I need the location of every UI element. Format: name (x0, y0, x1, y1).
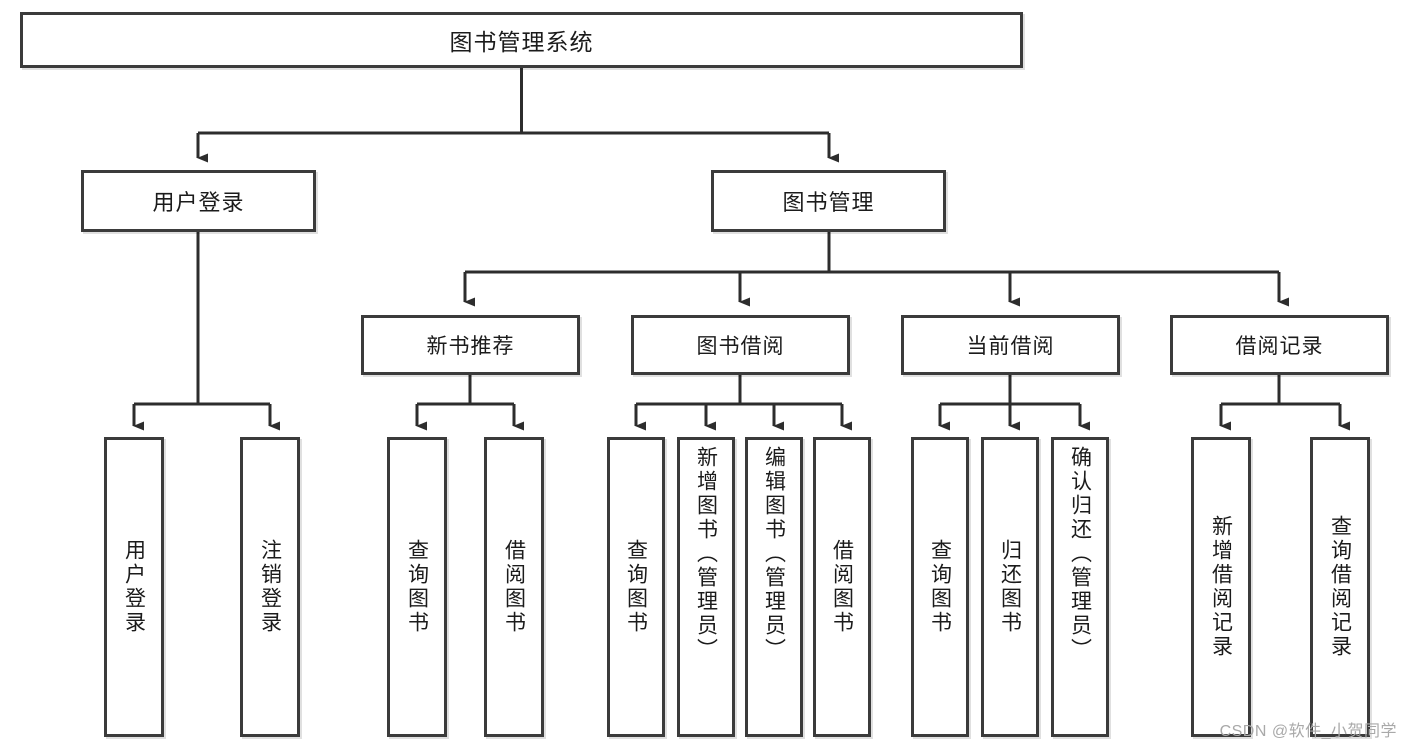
leaf-record-query-record-label: 查询借阅记录 (1328, 515, 1352, 659)
leaf-borrow-borrow-book-label: 借阅图书 (830, 539, 854, 635)
leaf-recommend-borrow-book-label: 借阅图书 (502, 539, 526, 635)
leaf-current-confirm-return-label: 确认归还（管理员） (1068, 446, 1092, 662)
node-book-management[interactable]: 图书管理 (711, 170, 946, 232)
node-user-login-label: 用户登录 (152, 190, 245, 215)
node-borrow-record[interactable]: 借阅记录 (1170, 315, 1389, 375)
leaf-user-login-login-label: 用户登录 (122, 539, 146, 635)
leaf-record-add-record-label: 新增借阅记录 (1209, 515, 1233, 659)
node-root-system-label: 图书管理系统 (449, 29, 594, 55)
node-new-book-recommend[interactable]: 新书推荐 (361, 315, 580, 375)
leaf-current-return-book-label: 归还图书 (998, 539, 1022, 635)
node-book-management-label: 图书管理 (782, 190, 875, 215)
leaf-borrow-add-book[interactable]: 新增图书（管理员） (677, 437, 735, 737)
leaf-current-return-book[interactable]: 归还图书 (981, 437, 1039, 737)
leaf-user-login-logout-label: 注销登录 (258, 539, 282, 635)
leaf-borrow-query-book-label: 查询图书 (624, 539, 648, 635)
leaf-record-query-record[interactable]: 查询借阅记录 (1310, 437, 1370, 737)
leaf-current-query-book[interactable]: 查询图书 (911, 437, 969, 737)
leaf-borrow-edit-book-label: 编辑图书（管理员） (762, 446, 786, 662)
leaf-user-login-login[interactable]: 用户登录 (104, 437, 164, 737)
leaf-record-add-record[interactable]: 新增借阅记录 (1191, 437, 1251, 737)
node-user-login[interactable]: 用户登录 (81, 170, 316, 232)
node-current-borrow[interactable]: 当前借阅 (901, 315, 1120, 375)
leaf-borrow-borrow-book[interactable]: 借阅图书 (813, 437, 871, 737)
node-root-system[interactable]: 图书管理系统 (20, 12, 1023, 68)
leaf-borrow-add-book-label: 新增图书（管理员） (694, 446, 718, 662)
node-book-borrow-label: 图书借阅 (696, 335, 785, 358)
leaf-borrow-query-book[interactable]: 查询图书 (607, 437, 665, 737)
leaf-recommend-borrow-book[interactable]: 借阅图书 (484, 437, 544, 737)
node-book-borrow[interactable]: 图书借阅 (631, 315, 850, 375)
node-borrow-record-label: 借阅记录 (1235, 335, 1324, 358)
leaf-user-login-logout[interactable]: 注销登录 (240, 437, 300, 737)
leaf-recommend-query-book-label: 查询图书 (405, 539, 429, 635)
node-new-book-recommend-label: 新书推荐 (426, 335, 515, 358)
leaf-current-confirm-return[interactable]: 确认归还（管理员） (1051, 437, 1109, 737)
leaf-recommend-query-book[interactable]: 查询图书 (387, 437, 447, 737)
leaf-current-query-book-label: 查询图书 (928, 539, 952, 635)
leaf-borrow-edit-book[interactable]: 编辑图书（管理员） (745, 437, 803, 737)
node-current-borrow-label: 当前借阅 (966, 335, 1055, 358)
watermark-text: CSDN @软件_小贺同学 (1219, 723, 1397, 740)
